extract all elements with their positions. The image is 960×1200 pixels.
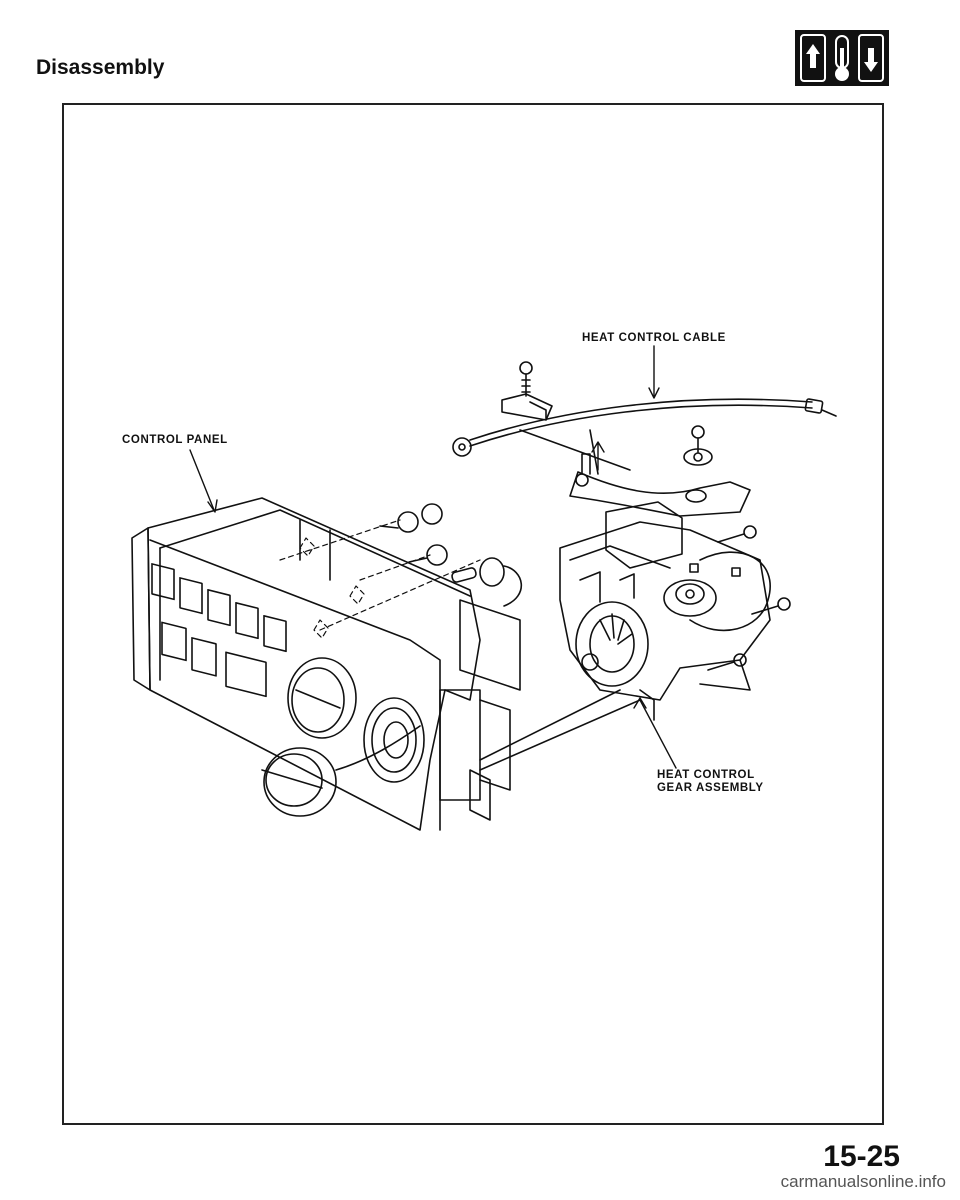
callout-leaders [189,345,677,769]
gear-assembly-label-line1: HEAT CONTROL [657,769,755,781]
control-panel-housing [131,497,521,831]
bracket-lever [569,429,751,517]
control-buttons [151,563,287,698]
screw-right-top [683,425,713,466]
control-panel-label: CONTROL PANEL [122,434,228,446]
assembly-dashed-lines [279,519,481,639]
knob-loose [261,725,421,817]
heat-control-cable [452,398,837,471]
cable-clamp [501,361,553,421]
heater-temperature-icon [795,30,889,86]
knob-fan [363,697,425,783]
heat-control-cable-label: HEAT CONTROL CABLE [582,332,726,344]
page-title: Disassembly [36,56,165,79]
gear-assembly-label-line2: GEAR ASSEMBLY [657,782,764,794]
bulb-sockets [379,503,523,607]
knob-left [287,657,357,739]
site-watermark: carmanualsonline.info [780,1172,946,1191]
mounting-screws [707,525,791,671]
figure-frame [62,103,884,1125]
gear-assembly [479,501,771,771]
page-number: 15-25 [823,1140,900,1173]
